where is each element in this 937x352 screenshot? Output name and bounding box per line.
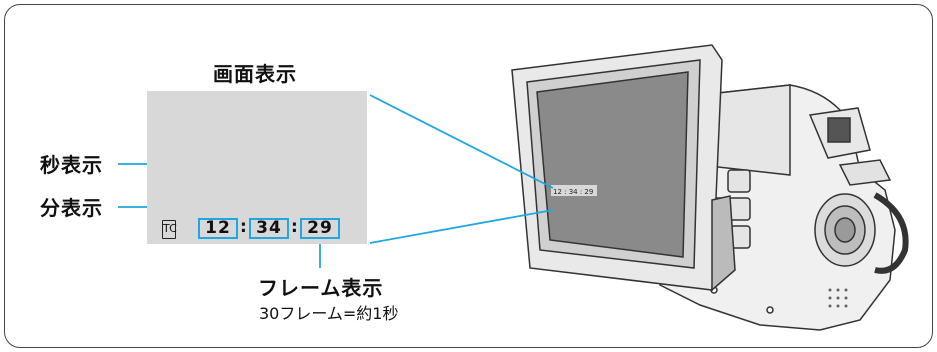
timecode-separator: :	[291, 217, 298, 237]
timecode-icon: TC	[162, 220, 177, 239]
second-label: 秒表示	[40, 153, 103, 177]
frame-label: フレーム表示	[258, 276, 384, 300]
outer-frame	[4, 4, 933, 348]
timecode-minutes: 12	[198, 218, 238, 239]
screen-title: 画面表示	[213, 62, 297, 86]
lcd-timecode-box	[551, 185, 597, 196]
frame-note: 30フレーム=約1秒	[259, 304, 399, 323]
timecode-frames: 29	[300, 218, 340, 239]
lcd-timecode: 12 : 34 : 29	[553, 188, 593, 196]
timecode-seconds: 34	[249, 218, 289, 239]
lcd-panel	[511, 44, 736, 292]
minute-label: 分表示	[40, 196, 103, 220]
timecode-separator: :	[240, 217, 247, 237]
